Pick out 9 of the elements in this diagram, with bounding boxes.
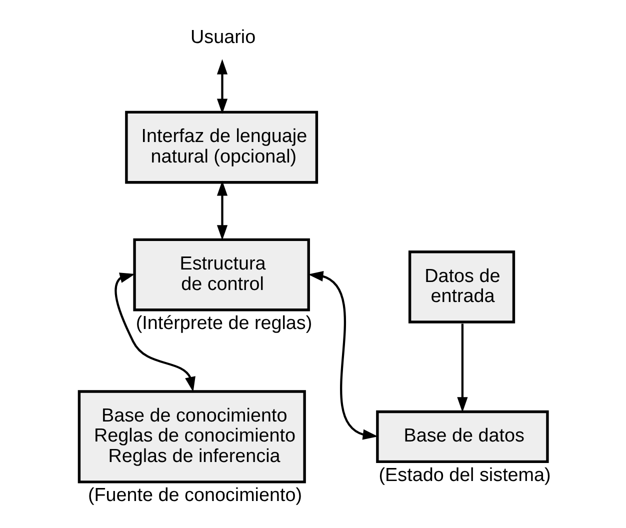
arrow — [308, 270, 378, 440]
arrow — [457, 324, 468, 412]
node-label: (Estado del sistema) — [378, 464, 551, 486]
arrow — [216, 180, 228, 240]
node-text: Usuario — [190, 26, 256, 48]
node-label: (Fuente de conocimiento) — [88, 485, 302, 506]
arrow — [216, 59, 228, 114]
arrow — [114, 272, 196, 392]
node-label: (Intérprete de reglas) — [136, 313, 312, 334]
